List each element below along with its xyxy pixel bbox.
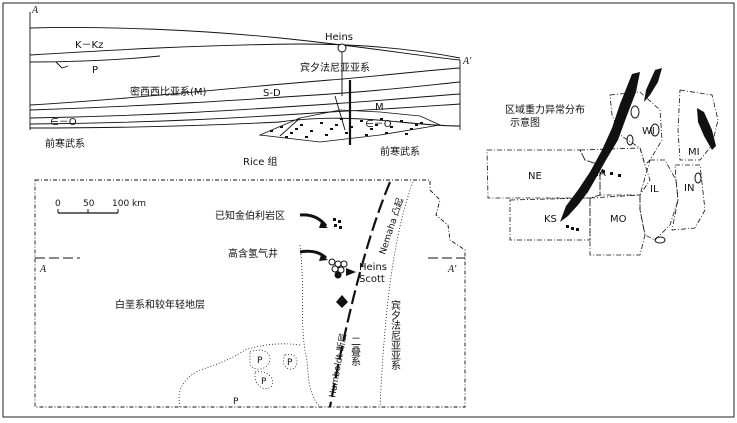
inset-title-line2: 示意图 — [510, 116, 540, 129]
scale-50: 50 — [83, 199, 95, 209]
scale-0: 0 — [55, 199, 61, 209]
p-outlier-1 — [249, 349, 271, 370]
label-pennsylvanian: 宾夕法尼亚亚系 — [300, 61, 370, 74]
gravity-anomaly-mi — [697, 108, 716, 150]
state-mi — [677, 89, 719, 161]
nemaha-boundary — [379, 181, 414, 408]
kansas-map: 0 50 100 km A A′ 已知金伯利岩区 高含氢气井 Heins — [34, 179, 466, 408]
section-label-a-prime: A′ — [462, 56, 472, 67]
anomaly-oval-1 — [630, 105, 640, 119]
fault-minor — [334, 95, 346, 131]
state-label-il: IL — [650, 184, 659, 195]
label-rice: Rice 组 — [243, 155, 278, 168]
state-il — [639, 159, 679, 241]
label-known-kimberlite: 已知金伯利岩区 — [215, 209, 285, 222]
arrow-hydrogen-head — [319, 255, 328, 261]
kimberlite-dots — [333, 218, 342, 229]
label-mississippian: 密西西比亚系(M) — [130, 85, 207, 98]
label-heins-map: Heins — [359, 262, 387, 273]
permian-boundary — [299, 244, 321, 408]
cross-section: A A′ K－Kz P Heins 宾夕法尼亚亚系 密西西比亚系(M) S-D … — [29, 5, 472, 168]
state-label-wi: WI — [642, 126, 655, 137]
state-mo — [589, 194, 646, 256]
cretaceous-boundary — [178, 343, 301, 408]
map-label-a: A — [39, 264, 47, 275]
label-p-4: P — [233, 397, 239, 407]
label-kkz: K－Kz — [75, 40, 103, 51]
label-pennsylvanian-map: 宾夕法尼亚亚系 — [389, 299, 401, 370]
label-cretaceous: 白垩系和较年轻地层 — [115, 298, 205, 311]
label-precambrian-left: 前寒武系 — [45, 137, 85, 150]
label-co-left: ∈－O — [50, 117, 77, 128]
scale-bar: 0 50 100 km — [55, 199, 146, 214]
state-label-ne: NE — [528, 171, 542, 182]
surface-line — [29, 27, 461, 61]
anomaly-specks — [566, 170, 621, 231]
penn-base — [29, 67, 461, 106]
label-scott: Scott — [359, 274, 385, 285]
miss-top — [29, 81, 461, 111]
p-lens — [29, 55, 161, 63]
label-sd: S-D — [263, 88, 281, 99]
state-ne — [486, 149, 601, 199]
anomaly-oval-4 — [694, 172, 702, 184]
state-in — [671, 164, 706, 231]
arrow-kimberlite — [299, 213, 328, 227]
label-precambrian-right: 前寒武系 — [380, 145, 420, 158]
section-label-a: A — [31, 5, 39, 16]
arrow-kimberlite-head — [319, 222, 328, 228]
label-p: P — [92, 65, 98, 76]
anomaly-oval-2 — [626, 134, 634, 146]
state-wi — [609, 91, 663, 166]
hydrogen-wells-cluster — [328, 258, 348, 279]
state-label-mo: MO — [610, 214, 627, 225]
label-m: M — [375, 102, 384, 113]
label-p-3: P — [261, 377, 267, 387]
state-label-mi: MI — [688, 147, 700, 158]
state-ks — [509, 197, 591, 241]
anomaly-oval-5 — [654, 236, 666, 244]
gravity-anomaly-north — [644, 68, 662, 102]
scott-marker — [336, 295, 348, 308]
label-p-2: P — [287, 358, 293, 368]
rice-formation-pattern — [270, 118, 423, 138]
state-border — [34, 179, 466, 408]
precambrian-top — [29, 121, 281, 129]
co-top — [29, 103, 461, 125]
map-label-a-prime: A′ — [447, 264, 457, 275]
co-base — [279, 117, 461, 127]
kkz-base — [29, 43, 461, 59]
rice-basin — [258, 109, 442, 143]
rice-leader — [279, 117, 301, 137]
inset-title-line1: 区域重力异常分布 — [505, 103, 585, 116]
state-label-ia: IA — [596, 168, 606, 179]
state-label-ks: KS — [544, 214, 557, 225]
outer-frame — [2, 2, 735, 418]
arrow-hydrogen — [299, 249, 328, 260]
label-hydrogen-wells: 高含氢气井 — [228, 247, 278, 260]
label-co-right: ∈－O — [365, 119, 392, 130]
state-label-in: IN — [684, 183, 694, 194]
humboldt-fault — [328, 181, 392, 408]
label-p-1: P — [257, 356, 263, 366]
scale-100: 100 km — [112, 199, 146, 209]
heins-well-symbol — [337, 43, 347, 53]
gravity-anomaly-main — [560, 72, 640, 222]
heins-marker — [346, 268, 356, 276]
label-humboldt: Humboldt 断层 — [326, 332, 349, 398]
inset-map: 区域重力异常分布 示意图 NE IA WI MI IL IN KS MO — [486, 68, 719, 256]
miss-base — [29, 93, 461, 119]
label-heins: Heins — [325, 32, 353, 43]
label-permian: 二叠系 — [349, 336, 361, 366]
anomaly-oval-3 — [650, 123, 660, 137]
arrow-mark — [55, 61, 69, 69]
